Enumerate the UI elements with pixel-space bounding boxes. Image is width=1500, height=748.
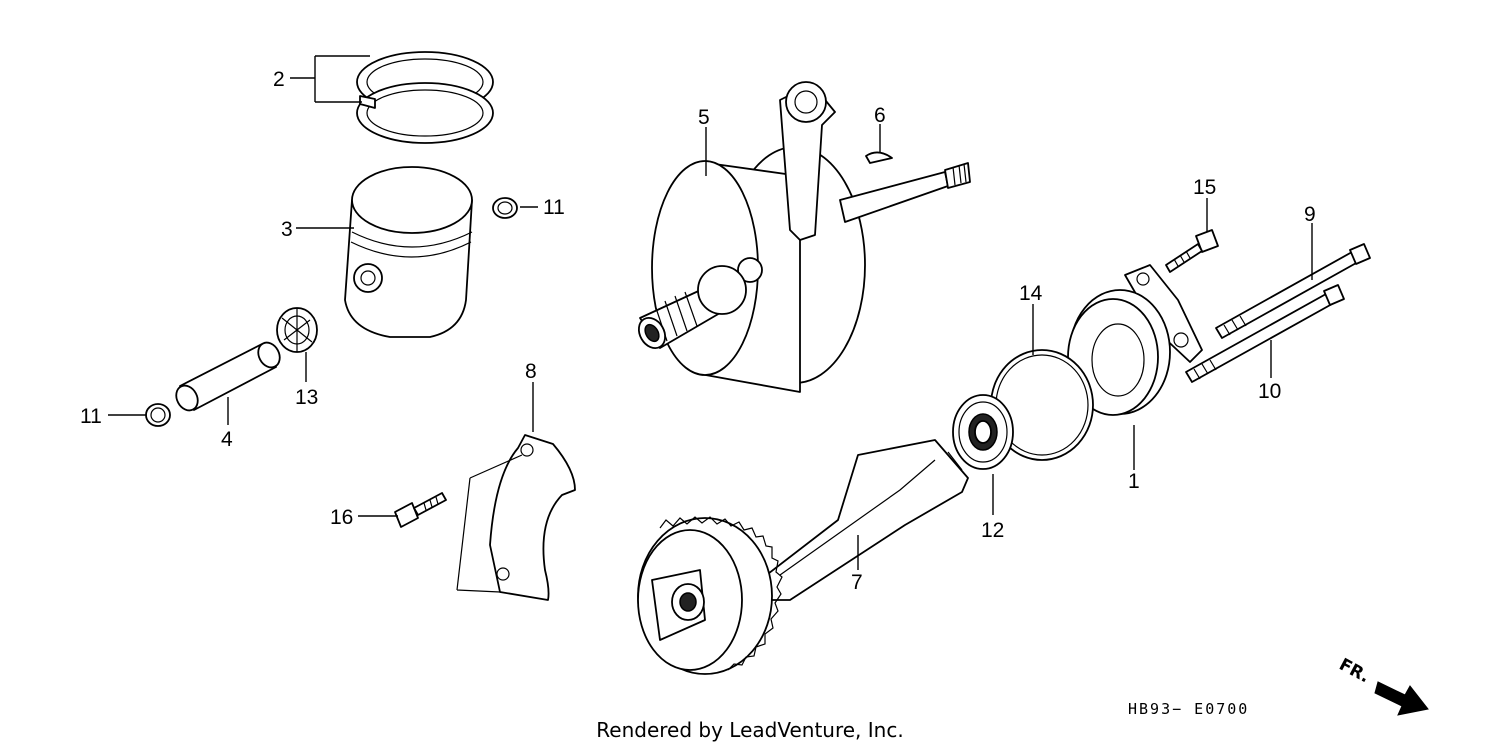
callout-10: 10 (1258, 380, 1281, 403)
bolt-15[interactable] (1165, 229, 1219, 273)
callout-16: 16 (330, 506, 353, 529)
callout-11-right: 11 (543, 196, 565, 219)
circlip-left[interactable] (145, 403, 171, 427)
bolt-16[interactable] (394, 492, 447, 528)
callout-7: 7 (851, 571, 863, 594)
callout-15: 15 (1193, 176, 1216, 199)
callout-13: 13 (295, 386, 318, 409)
diagram-code: HB93− E0700 (1128, 700, 1249, 718)
callout-8: 8 (525, 360, 537, 383)
callout-11-left: 11 (80, 405, 102, 428)
callout-5: 5 (698, 106, 710, 129)
long-bolt-10[interactable] (1185, 284, 1345, 383)
footer-credit: Rendered by LeadVenture, Inc. (596, 718, 903, 742)
needle-bearing[interactable] (276, 307, 318, 353)
woodruff-key[interactable] (865, 151, 893, 164)
piston[interactable] (344, 166, 473, 338)
piston-pin[interactable] (172, 339, 284, 414)
callout-labels: 1 2 3 4 5 6 7 8 9 10 11 11 12 13 14 15 1… (80, 68, 1316, 594)
guide-plate[interactable] (456, 434, 576, 601)
leader-lines (108, 55, 1313, 570)
callout-4: 4 (221, 428, 233, 451)
circlip-right[interactable] (492, 197, 518, 219)
callout-12: 12 (981, 519, 1004, 542)
ball-bearing[interactable] (952, 394, 1014, 470)
piston-rings[interactable] (356, 51, 494, 144)
callout-6: 6 (874, 104, 886, 127)
balancer-shaft[interactable] (637, 439, 969, 675)
callout-1: 1 (1128, 470, 1140, 493)
callout-9: 9 (1304, 203, 1316, 226)
front-direction-label: FR. (1336, 655, 1373, 687)
front-direction-indicator: FR. (1336, 655, 1429, 716)
callout-3: 3 (281, 218, 293, 241)
callout-14: 14 (1019, 282, 1043, 305)
callout-2: 2 (273, 68, 285, 91)
long-bolt-9[interactable] (1215, 243, 1371, 339)
front-direction-arrow-icon (1374, 681, 1429, 716)
crankshaft[interactable] (634, 81, 971, 393)
